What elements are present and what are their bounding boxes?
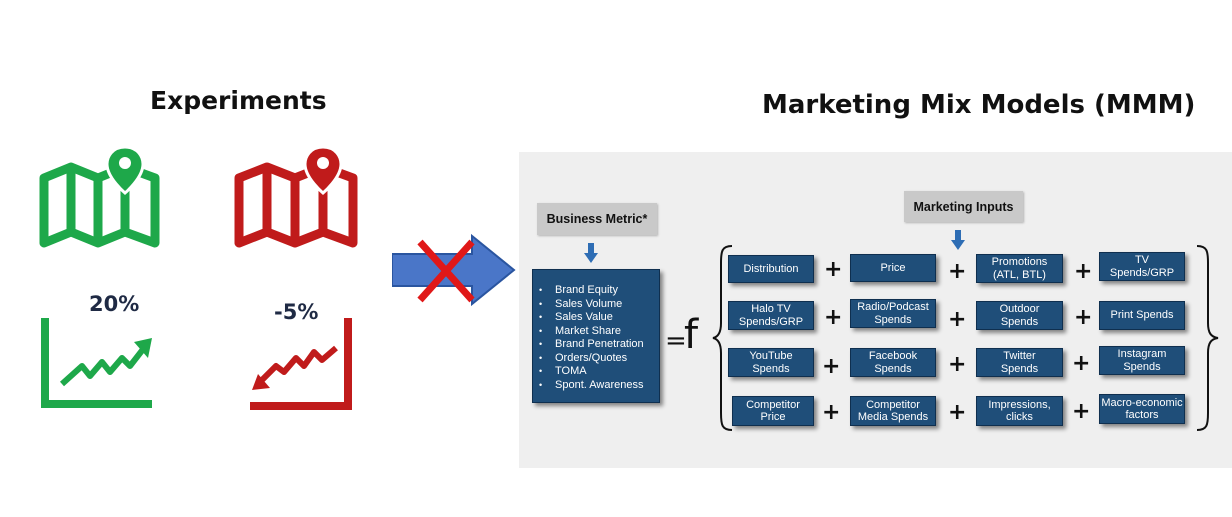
input-competitor-media: Competitor Media Spends	[850, 396, 936, 426]
down-arrow-icon	[951, 230, 965, 250]
plus-sign: +	[1074, 259, 1093, 284]
business-metric-label: Business Metric*	[537, 203, 657, 235]
metric-item: TOMA	[539, 365, 659, 379]
input-competitor-price: Competitor Price	[732, 396, 814, 426]
metric-item: Market Share	[539, 325, 659, 339]
input-radio-podcast: Radio/Podcast Spends	[850, 299, 936, 328]
business-metric-list: Brand Equity Sales Volume Sales Value Ma…	[532, 269, 660, 403]
input-impressions: Impressions, clicks	[976, 396, 1063, 426]
green-map-pin-icon	[39, 145, 160, 248]
plus-sign: +	[822, 400, 841, 425]
plus-sign: +	[948, 307, 967, 332]
blocked-arrow-icon	[392, 233, 516, 307]
plus-sign: +	[1072, 351, 1091, 376]
input-instagram: Instagram Spends	[1099, 346, 1185, 375]
plus-sign: +	[948, 352, 967, 377]
right-curly-brace	[1196, 245, 1219, 431]
plus-sign: +	[824, 257, 843, 282]
function-symbol: f	[684, 312, 699, 358]
input-twitter: Twitter Spends	[976, 348, 1063, 377]
plus-sign: +	[948, 259, 967, 284]
input-facebook: Facebook Spends	[850, 348, 936, 377]
equals-sign: =	[665, 326, 687, 356]
plus-sign: +	[1074, 305, 1093, 330]
decline-chart-icon	[250, 318, 352, 410]
plus-sign: +	[948, 400, 967, 425]
metric-item: Sales Value	[539, 311, 659, 325]
left-curly-brace	[712, 245, 733, 431]
positive-lift-label: 20%	[89, 292, 140, 316]
input-youtube: YouTube Spends	[728, 348, 814, 377]
input-halo-tv: Halo TV Spends/GRP	[728, 301, 814, 330]
input-price: Price	[850, 254, 936, 282]
red-map-pin-icon	[234, 145, 358, 248]
marketing-inputs-label: Marketing Inputs	[904, 191, 1023, 222]
plus-sign: +	[1072, 399, 1091, 424]
input-promotions: Promotions (ATL, BTL)	[976, 254, 1063, 283]
metric-item: Brand Penetration	[539, 338, 659, 352]
negative-lift-label: -5%	[274, 300, 319, 324]
down-arrow-icon	[584, 243, 598, 263]
experiments-title: Experiments	[150, 86, 327, 115]
input-tv-spends: TV Spends/GRP	[1099, 252, 1185, 281]
metric-item: Brand Equity	[539, 284, 659, 298]
growth-chart-icon	[41, 318, 152, 408]
plus-sign: +	[822, 354, 841, 379]
input-macro-economic: Macro-economic factors	[1099, 394, 1185, 424]
metric-item: Spont. Awareness	[539, 379, 659, 393]
mmm-title: Marketing Mix Models (MMM)	[762, 90, 1196, 120]
input-distribution: Distribution	[728, 255, 814, 283]
input-outdoor: Outdoor Spends	[976, 301, 1063, 330]
input-print: Print Spends	[1099, 301, 1185, 330]
metric-item: Orders/Quotes	[539, 352, 659, 366]
metric-item: Sales Volume	[539, 298, 659, 312]
plus-sign: +	[824, 305, 843, 330]
